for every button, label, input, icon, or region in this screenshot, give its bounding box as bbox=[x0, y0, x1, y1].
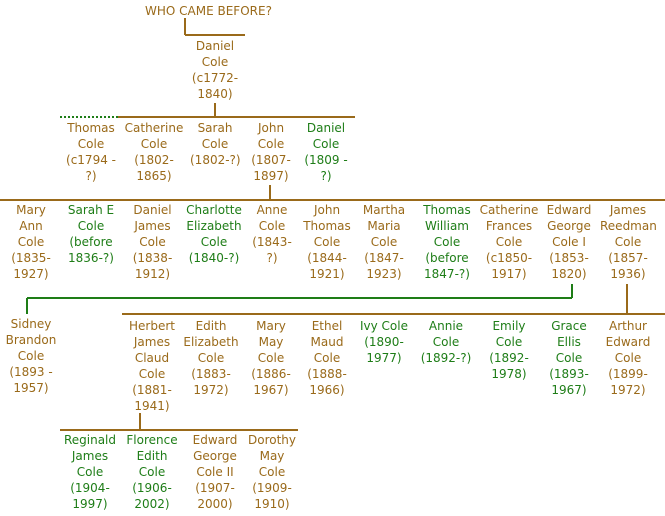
person-node: Ivy Cole (1890- 1977) bbox=[360, 319, 408, 365]
person-node: Arthur Edward Cole (1899- 1972) bbox=[605, 319, 651, 397]
person-node: Edward George Cole I (1853- 1820) bbox=[546, 203, 592, 281]
person-node: Edith Elizabeth Cole (1883- 1972) bbox=[183, 319, 239, 397]
person-node: Catherine Frances Cole (c1850- 1917) bbox=[479, 203, 539, 281]
person-node: John Thomas Cole (1844- 1921) bbox=[303, 203, 351, 281]
person-node: Mary Ann Cole (1835- 1927) bbox=[11, 203, 51, 281]
person-node: Thomas Cole (c1794 - ?) bbox=[66, 121, 116, 183]
person-node: Daniel James Cole (1838- 1912) bbox=[132, 203, 173, 281]
person-node: Florence Edith Cole (1906- 2002) bbox=[126, 433, 178, 511]
person-node: Dorothy May Cole (1909- 1910) bbox=[247, 433, 296, 511]
person-node: Sarah E Cole (before 1836-?) bbox=[67, 203, 115, 265]
person-node: Thomas William Cole (before 1847-?) bbox=[423, 203, 471, 281]
person-node: Grace Ellis Cole (1893- 1967) bbox=[549, 319, 589, 397]
person-node: John Cole (1807- 1897) bbox=[251, 121, 291, 183]
person-node: Reginald James Cole (1904- 1997) bbox=[63, 433, 117, 511]
person-node: Mary May Cole (1886- 1967) bbox=[251, 319, 291, 397]
person-node: Daniel Cole (c1772- 1840) bbox=[191, 39, 239, 101]
person-node: Daniel Cole (1809 - ?) bbox=[304, 121, 348, 183]
person-node: Martha Maria Cole (1847- 1923) bbox=[362, 203, 406, 281]
person-node: Ethel Maud Cole (1888- 1966) bbox=[307, 319, 347, 397]
page-title: WHO CAME BEFORE? bbox=[145, 4, 272, 18]
person-node: Emily Cole (1892- 1978) bbox=[489, 319, 529, 381]
person-node: Edward George Cole II (1907- 2000) bbox=[192, 433, 238, 511]
person-node: Anne Cole (1843- ?) bbox=[252, 203, 292, 265]
person-node: James Reedman Cole (1857- 1936) bbox=[600, 203, 657, 281]
person-node: Charlotte Elizabeth Cole (1840-?) bbox=[186, 203, 242, 265]
person-node: Herbert James Claud Cole (1881- 1941) bbox=[129, 319, 175, 413]
person-node: Sarah Cole (1802-?) bbox=[190, 121, 241, 167]
person-node: Annie Cole (1892-?) bbox=[420, 319, 472, 365]
person-node-sidney: Sidney Brandon Cole (1893 - 1957) bbox=[5, 317, 57, 395]
person-node: Catherine Cole (1802- 1865) bbox=[124, 121, 184, 183]
